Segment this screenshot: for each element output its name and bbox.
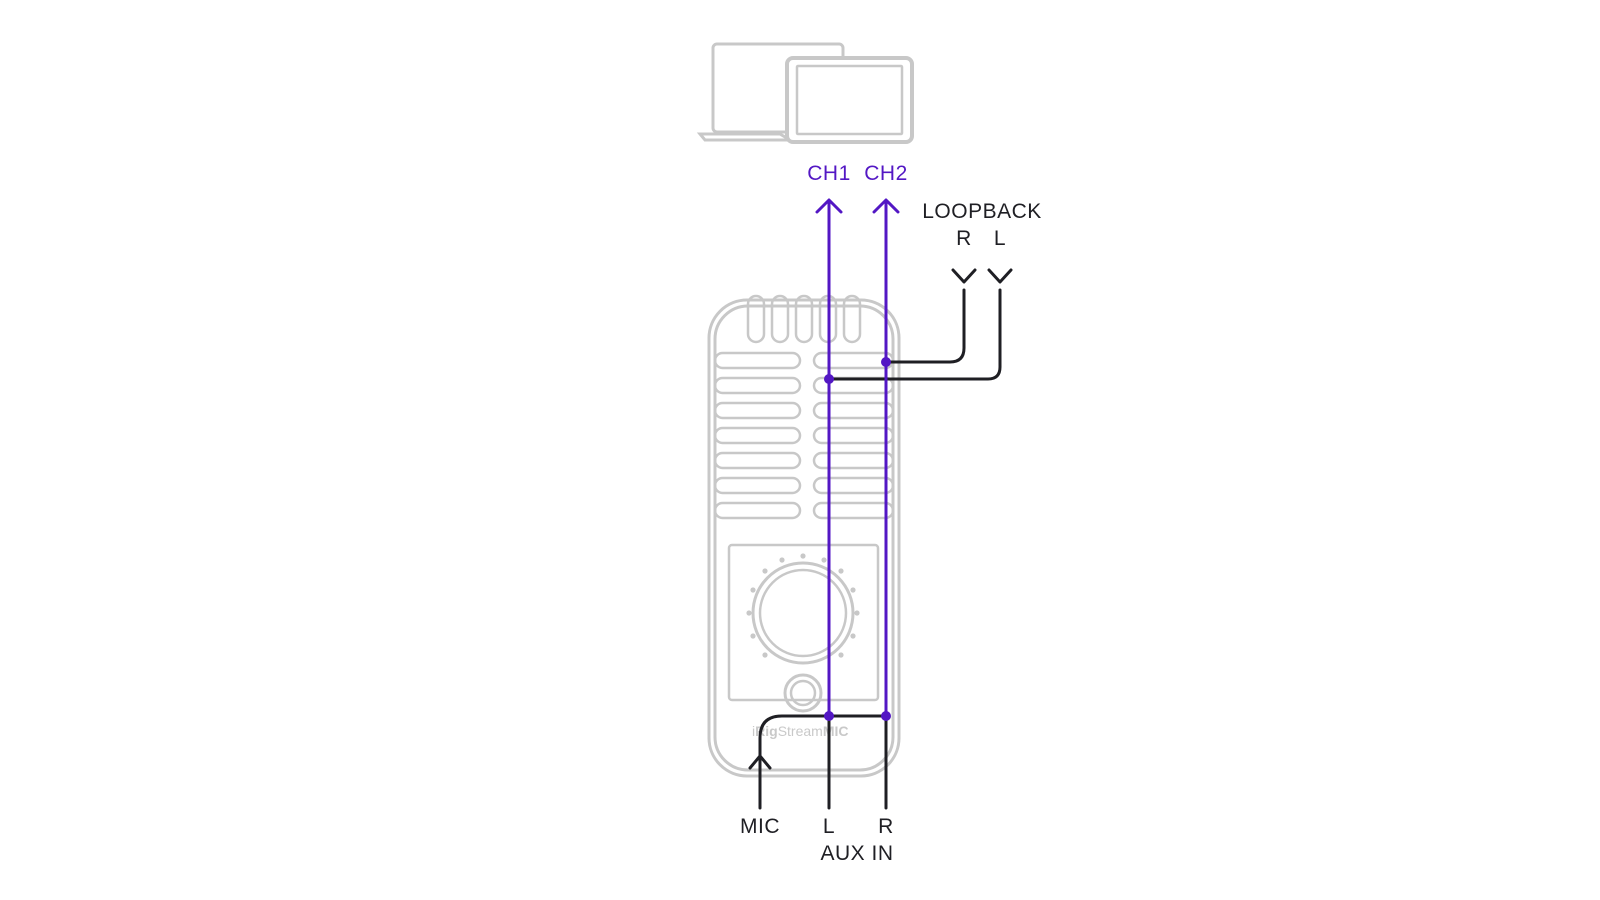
loopback-right-label: R — [956, 227, 972, 250]
knob-scale-dots — [746, 553, 860, 658]
loopback-right-wire — [884, 268, 977, 364]
mic-label: MIC — [740, 815, 780, 838]
junction-node — [881, 357, 891, 367]
ch2-output-wire — [872, 198, 900, 718]
junction-node — [824, 711, 834, 721]
ch1-output-wire — [815, 198, 843, 718]
gain-knob-icon — [751, 561, 855, 665]
headphone-jack-icon — [783, 673, 823, 713]
microphone-device-icon: iRigStreamMIC — [707, 294, 901, 778]
mic-input-wire — [748, 714, 888, 810]
aux-right-label: R — [878, 815, 894, 838]
ch2-label: CH2 — [864, 162, 908, 185]
junction-node — [824, 374, 834, 384]
tablet-icon — [785, 56, 914, 144]
junction-node — [881, 711, 891, 721]
aux-in-label: AUX IN — [820, 842, 893, 865]
ch1-label: CH1 — [807, 162, 851, 185]
device-brand-label: iRigStreamMIC — [752, 723, 848, 739]
loopback-left-label: L — [994, 227, 1006, 250]
loopback-title: LOOPBACK — [922, 200, 1042, 223]
aux-left-label: L — [823, 815, 835, 838]
loopback-left-wire — [827, 268, 1013, 381]
